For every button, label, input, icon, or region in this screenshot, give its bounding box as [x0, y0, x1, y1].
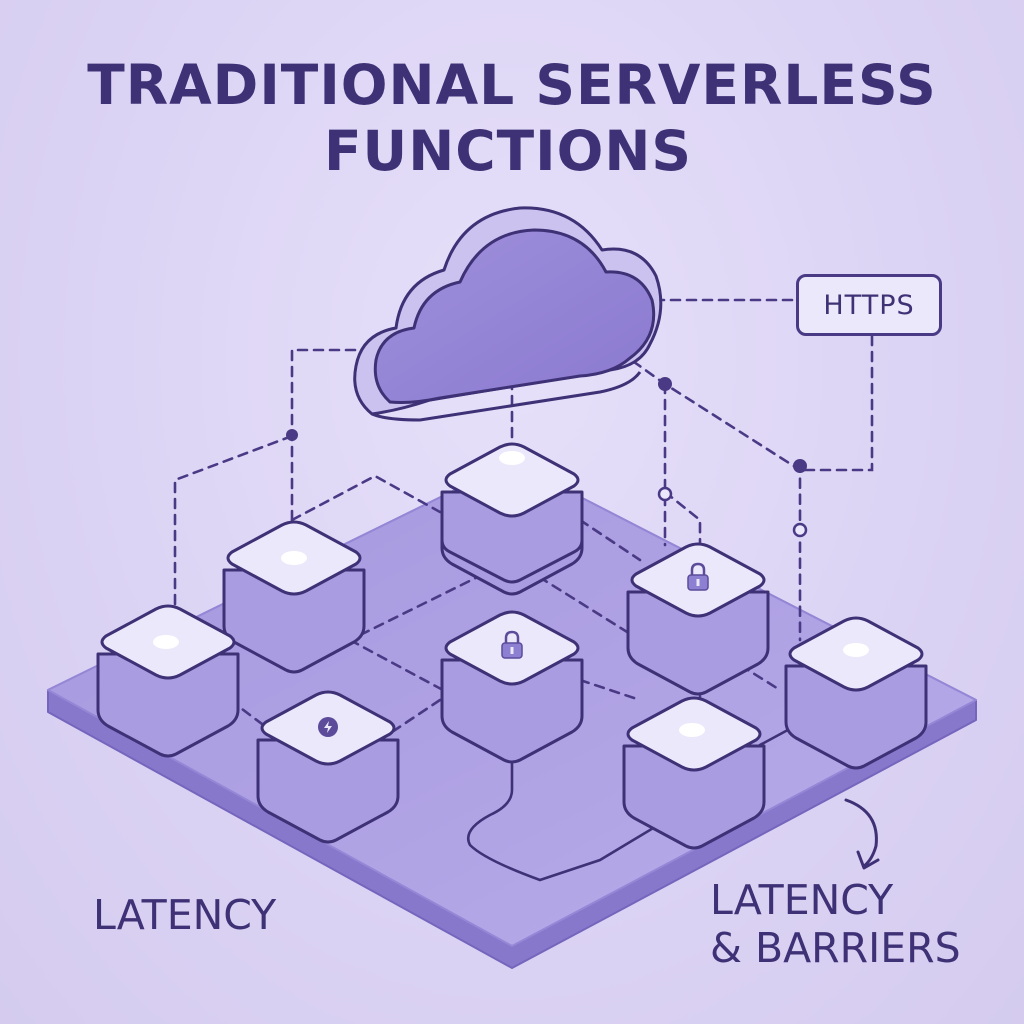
bolt-badge-icon [318, 717, 338, 737]
function-node-top-center [440, 442, 584, 598]
node-light-dot [679, 723, 705, 737]
lock-icon [687, 562, 709, 591]
function-node-center [440, 610, 584, 766]
lock-icon [501, 630, 523, 659]
function-node-right [784, 616, 928, 772]
connector-dots [286, 377, 808, 538]
cloud-icon [353, 206, 663, 422]
function-node-right-upper [626, 542, 770, 698]
function-node-left [96, 604, 240, 760]
curved-arrow-icon [844, 798, 880, 870]
latency-barriers-label: LATENCY & BARRIERS [710, 876, 961, 973]
node-light-dot [281, 551, 307, 565]
title-line-2: FUNCTIONS [323, 119, 692, 183]
title-line-1: TRADITIONAL SERVERLESS [87, 53, 937, 117]
latency-barriers-line-2: & BARRIERS [710, 924, 961, 973]
latency-label-left: LATENCY [93, 891, 277, 939]
latency-barriers-line-1: LATENCY [710, 876, 894, 924]
function-node-bottom-left [256, 690, 400, 846]
https-label: HTTPS [823, 289, 915, 321]
function-node-upper-left [222, 520, 366, 676]
function-node-bottom-right [622, 696, 766, 852]
node-light-dot [843, 643, 869, 657]
node-light-dot [153, 635, 179, 649]
node-light-dot [499, 451, 525, 465]
solid-route-line [466, 716, 812, 882]
https-label-box: HTTPS [796, 274, 942, 336]
